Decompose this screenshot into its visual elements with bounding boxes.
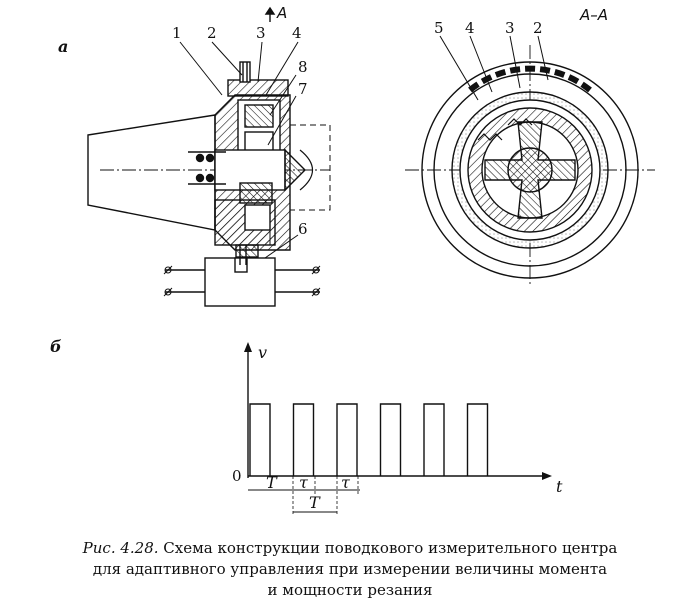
callouts-left: 1 2 3 4 8 7 6 A (172, 4, 308, 238)
period-label-T-2: T (309, 493, 321, 512)
pulse (249, 403, 271, 476)
callout-6: 6 (298, 220, 308, 238)
callout-3-right: 3 (505, 19, 515, 37)
cross-section-drawing (405, 35, 655, 285)
pulse (423, 403, 445, 476)
figure-canvas: а (50, 4, 655, 515)
period-label-T: T (266, 473, 278, 492)
section-mark: A (276, 4, 287, 22)
y-axis-label: v (258, 343, 267, 362)
callout-5: 5 (434, 19, 444, 37)
pulse (466, 403, 489, 476)
panel-a-label: а (58, 37, 68, 56)
figure-caption: Рис. 4.28. Схема конструкции поводкового… (0, 538, 700, 601)
callouts-right: 5 4 3 2 (434, 19, 543, 37)
callout-8: 8 (298, 58, 308, 76)
caption-line-1-text: Схема конструкции поводкового измеритель… (158, 539, 618, 557)
section-title: A–A (579, 6, 608, 24)
x-axis-arrow (542, 472, 552, 480)
callout-4-right: 4 (465, 19, 475, 37)
origin-label: 0 (232, 467, 242, 485)
callout-3: 3 (256, 24, 266, 42)
duration-label-tau-2: τ (341, 473, 351, 492)
caption-line-3: и мощности резания (267, 581, 433, 599)
side-section-drawing (87, 6, 331, 307)
duration-label-tau-1: τ (299, 473, 309, 492)
panel-b-label: б (50, 337, 62, 356)
callout-2: 2 (207, 24, 217, 42)
caption-line-1: Рис. 4.28. Схема конструкции поводкового… (0, 538, 700, 559)
callout-2-right: 2 (533, 19, 543, 37)
callout-1: 1 (172, 24, 182, 42)
caption-line-2: для адаптивного управления при измерении… (92, 560, 608, 578)
callout-7: 7 (298, 80, 308, 98)
pulse (336, 403, 358, 476)
callout-4: 4 (292, 24, 302, 42)
pulse-chart: v t 0 T τ τ T (232, 342, 563, 515)
pulse-train (249, 403, 489, 476)
caption-lead: Рис. 4.28. (82, 539, 159, 557)
x-axis-label: t (556, 477, 563, 496)
pulse (379, 403, 402, 476)
y-axis-arrow (244, 342, 252, 352)
pulse (292, 403, 315, 476)
